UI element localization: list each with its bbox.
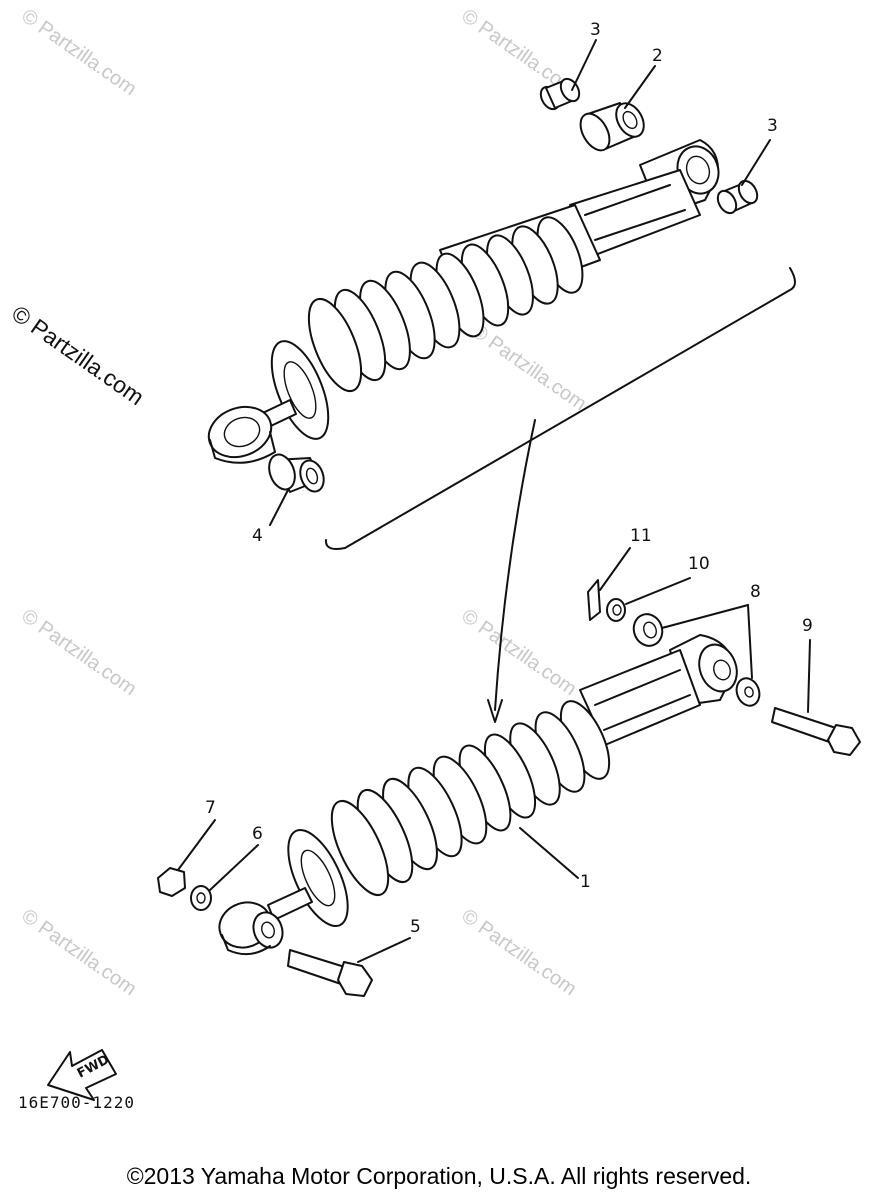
upper-shock-assembly bbox=[207, 139, 720, 464]
lower-bushing-4 bbox=[268, 453, 325, 493]
lower-shock-assembly bbox=[218, 634, 738, 956]
upper-collar-3b bbox=[716, 179, 759, 215]
callout-3b: 3 bbox=[767, 116, 778, 136]
callout-8: 8 bbox=[750, 582, 761, 602]
washer-8b bbox=[735, 677, 761, 707]
callout-9: 9 bbox=[802, 616, 813, 636]
nut-7 bbox=[157, 867, 186, 897]
assembly-arrow bbox=[494, 419, 536, 711]
assembly-bracket bbox=[324, 267, 796, 550]
callout-1: 1 bbox=[580, 872, 591, 892]
upper-spring bbox=[307, 216, 584, 393]
callout-3a: 3 bbox=[590, 20, 601, 40]
callout-6: 6 bbox=[252, 824, 263, 844]
upper-bushing-2 bbox=[579, 102, 645, 152]
callout-5: 5 bbox=[410, 917, 421, 937]
copyright-notice: ©2013 Yamaha Motor Corporation, U.S.A. A… bbox=[126, 1163, 752, 1189]
lower-spring bbox=[330, 700, 611, 896]
diagram-code: 16E700-1220 bbox=[18, 1093, 135, 1112]
callout-10: 10 bbox=[688, 554, 710, 574]
cotter-pin-11 bbox=[587, 579, 601, 621]
washer-8a bbox=[632, 613, 664, 647]
callout-7: 7 bbox=[205, 798, 216, 818]
callout-11: 11 bbox=[630, 526, 652, 546]
bolt-5 bbox=[287, 949, 373, 997]
upper-collar-3a bbox=[539, 77, 581, 111]
washer-6 bbox=[190, 885, 212, 911]
washer-10 bbox=[606, 598, 626, 622]
callout-4: 4 bbox=[252, 526, 263, 546]
callout-2: 2 bbox=[652, 46, 663, 66]
bolt-9 bbox=[771, 707, 861, 756]
